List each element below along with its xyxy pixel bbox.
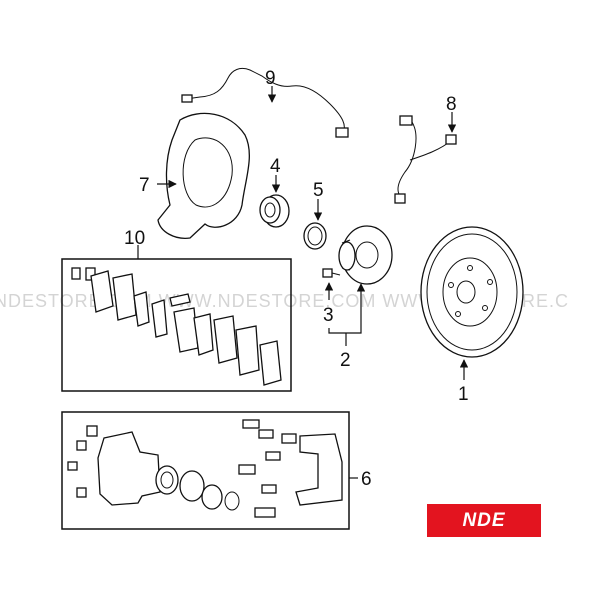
callout-9: 9 (265, 68, 276, 89)
wheel-hub-bolt (322, 268, 341, 278)
callout-7: 7 (139, 175, 150, 196)
caliper-kit-box (61, 411, 350, 530)
callout-1: 1 (458, 384, 469, 405)
callout-6: 6 (361, 469, 372, 490)
callout-3: 3 (323, 305, 334, 326)
brake-disc-rotor (420, 226, 524, 358)
abs-sensor-wire (181, 67, 349, 138)
snap-ring (303, 222, 327, 250)
leader-lines (137, 86, 469, 479)
brake-pad-kit-box (61, 258, 292, 392)
callout-4: 4 (270, 156, 281, 177)
nde-logo: NDE (427, 504, 541, 537)
callout-5: 5 (313, 180, 324, 201)
nde-logo-text: NDE (462, 509, 506, 531)
brake-splash-shield (157, 112, 250, 239)
callout-10: 10 (124, 228, 145, 249)
callout-8: 8 (446, 94, 457, 115)
wheel-bearing (259, 194, 290, 228)
brake-hose (394, 115, 457, 204)
callout-2: 2 (340, 350, 351, 371)
wheel-hub (338, 225, 393, 285)
